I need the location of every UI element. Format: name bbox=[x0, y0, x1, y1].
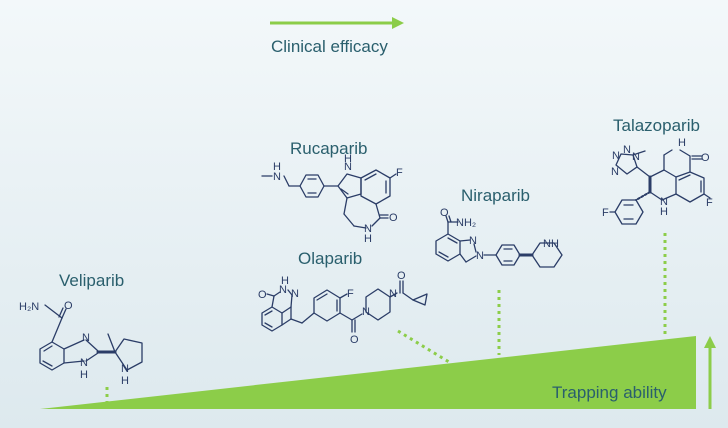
talazoparib-atom-a10: F bbox=[602, 207, 609, 219]
niraparib-atom-a4: N bbox=[476, 250, 484, 262]
veliparib-atom-a3: N bbox=[82, 332, 90, 344]
rucaparib-atom-a1: N bbox=[273, 171, 281, 183]
niraparib-atom-a3: N bbox=[469, 235, 477, 247]
olaparib-atom-a6: N bbox=[362, 306, 370, 318]
olaparib-atom-a7: N bbox=[389, 288, 397, 300]
talazoparib-structure bbox=[609, 149, 711, 225]
rucaparib-atom-a7: H bbox=[364, 233, 372, 245]
rucaparib-atom-a2: H bbox=[273, 161, 281, 173]
talazoparib-atom-a7: N bbox=[660, 196, 668, 208]
trapping-arrow bbox=[704, 336, 716, 409]
drug-name-rucaparib: Rucaparib bbox=[290, 139, 368, 158]
talazoparib-atom-a1: N bbox=[612, 150, 620, 162]
trapping-ramp bbox=[40, 336, 696, 409]
veliparib-atom-a1: H₂N bbox=[19, 301, 39, 313]
olaparib-atom-a8: O bbox=[350, 334, 359, 346]
niraparib-atom-a2: O bbox=[440, 207, 449, 219]
veliparib-structure bbox=[39, 304, 143, 371]
veliparib-atom-a4: N bbox=[80, 357, 88, 369]
drug-name-niraparib: Niraparib bbox=[461, 186, 530, 205]
clinical-efficacy-label: Clinical efficacy bbox=[271, 37, 388, 56]
rucaparib-atom-a5: F bbox=[396, 167, 403, 179]
veliparib-atom-a7: H bbox=[121, 375, 129, 387]
niraparib-atom-a5: NH bbox=[543, 238, 559, 250]
drug-name-olaparib: Olaparib bbox=[298, 249, 363, 268]
niraparib-atom-a1: NH₂ bbox=[456, 217, 476, 229]
efficacy-arrow bbox=[270, 17, 404, 29]
olaparib-atom-a3: H bbox=[281, 275, 289, 287]
rucaparib-atom-a3: N bbox=[344, 161, 352, 173]
olaparib-structure bbox=[261, 280, 428, 333]
olaparib-atom-a5: F bbox=[347, 288, 354, 300]
talazoparib-atom-a4: N bbox=[611, 166, 619, 178]
olaparib-connector bbox=[397, 329, 450, 364]
veliparib-atom-a6: N bbox=[121, 363, 129, 375]
veliparib-atom-a2: O bbox=[64, 300, 73, 312]
veliparib-atom-a5: H bbox=[80, 369, 88, 381]
rucaparib-atom-a6: N bbox=[364, 223, 372, 235]
olaparib-atom-a2: N bbox=[279, 284, 287, 296]
rucaparib-atom-a4: H bbox=[344, 153, 352, 165]
olaparib-atom-a9: O bbox=[397, 270, 406, 282]
drug-name-talazoparib: Talazoparib bbox=[613, 116, 700, 135]
olaparib-atom-a1: O bbox=[258, 289, 267, 301]
talazoparib-atom-a8: H bbox=[660, 206, 668, 218]
talazoparib-atom-a9: F bbox=[706, 197, 713, 209]
rucaparib-atom-a8: O bbox=[389, 212, 398, 224]
olaparib-atom-a4: N bbox=[291, 288, 299, 300]
niraparib-structure bbox=[435, 215, 563, 268]
trapping-ability-label: Trapping ability bbox=[552, 383, 667, 402]
drug-name-veliparib: Veliparib bbox=[59, 271, 125, 290]
talazoparib-atom-a2: N bbox=[623, 144, 631, 156]
talazoparib-atom-a6: O bbox=[701, 152, 710, 164]
talazoparib-atom-a3: N bbox=[632, 151, 640, 163]
rucaparib-structure bbox=[261, 169, 397, 229]
talazoparib-atom-a5: H bbox=[678, 137, 686, 149]
